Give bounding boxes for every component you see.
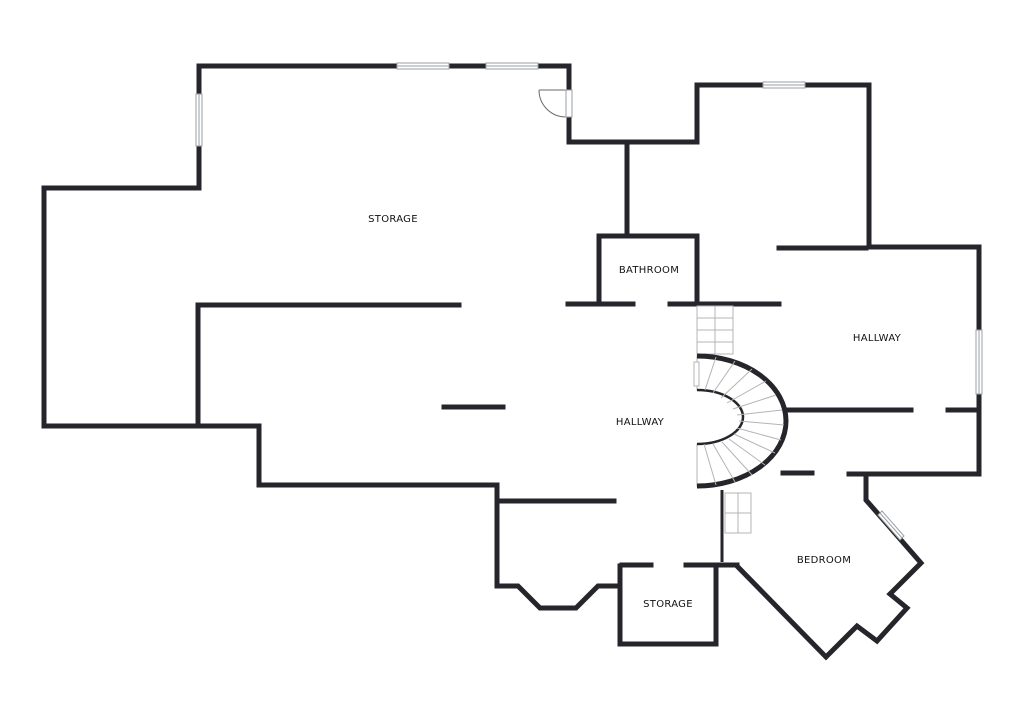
exterior-walls xyxy=(41,63,982,661)
room-label-bathroom: BATHROOM xyxy=(619,265,679,276)
window-north-1 xyxy=(396,62,450,70)
staircase xyxy=(693,305,789,534)
stair-upper-flight xyxy=(696,305,734,355)
room-label-hallway: HALLWAY xyxy=(616,417,665,428)
stair-lower-flight xyxy=(724,492,752,534)
window-north-2 xyxy=(485,62,539,70)
window-north-east xyxy=(762,81,806,89)
wall-storage-outline xyxy=(196,63,982,477)
wall-storage-small xyxy=(617,563,719,647)
wall-storage-divider xyxy=(195,302,462,427)
room-label-hallway-east: HALLWAY xyxy=(853,333,902,344)
wall-bathroom xyxy=(596,233,700,307)
stair-curved-flight xyxy=(693,353,789,489)
room-label-bedroom: BEDROOM xyxy=(797,555,851,566)
window-bedroom xyxy=(877,510,905,541)
windows xyxy=(195,62,983,541)
interior-walls xyxy=(195,142,979,568)
room-label-storage: STORAGE xyxy=(368,214,418,225)
room-label-storage-small: STORAGE xyxy=(643,599,693,610)
window-west xyxy=(195,93,203,147)
door-storage xyxy=(538,89,573,118)
wall-west-outline xyxy=(41,63,623,611)
window-east xyxy=(975,329,983,395)
room-labels: STORAGE BATHROOM HALLWAY HALLWAY BEDROOM… xyxy=(368,214,902,610)
